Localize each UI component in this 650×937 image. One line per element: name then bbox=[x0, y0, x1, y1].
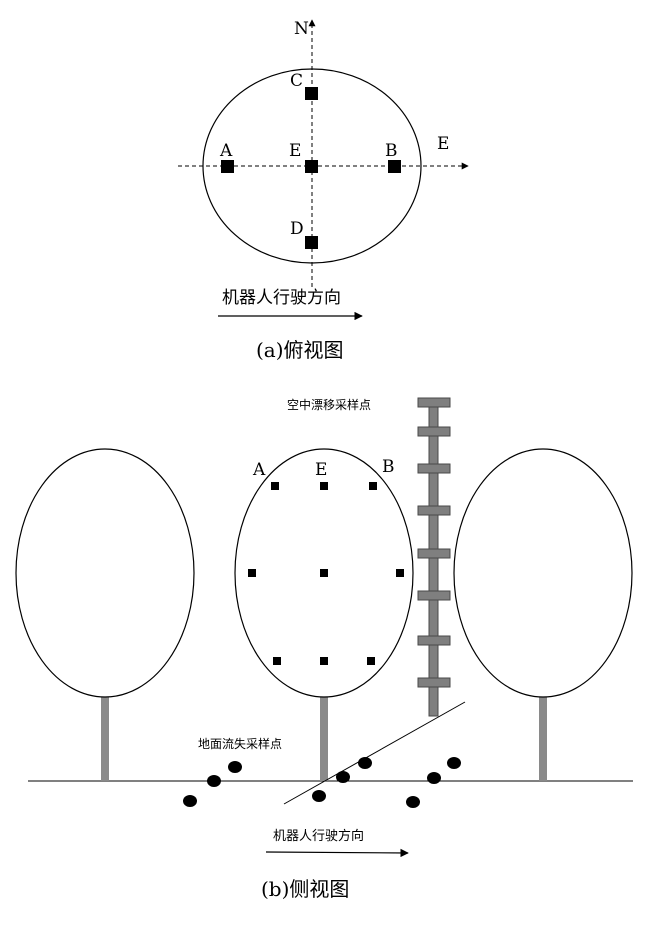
north-axis-label: N bbox=[294, 19, 309, 39]
side-point-b-label: B bbox=[382, 457, 395, 477]
top-sample-point-e bbox=[305, 160, 318, 173]
side-sample-point-b-bottom bbox=[367, 657, 375, 665]
ground-sample-point bbox=[312, 790, 326, 802]
sampler-crossbar bbox=[417, 677, 451, 688]
top-sample-point-c bbox=[305, 87, 318, 100]
sampler-crossbar bbox=[417, 463, 451, 474]
sampler-crossbar bbox=[417, 548, 451, 559]
center-tree-trunk bbox=[320, 695, 328, 781]
sampler-crossbar bbox=[417, 426, 451, 437]
ground-sample-point bbox=[406, 796, 420, 808]
ground-sample-point bbox=[427, 772, 441, 784]
ground-sample-point bbox=[228, 761, 242, 773]
side-sample-point-a-bottom bbox=[273, 657, 281, 665]
ground-sample-point bbox=[183, 795, 197, 807]
side-view-panel: A E B 空中漂移采样点 地面流失采样点 机器人行驶方向 bbox=[15, 397, 633, 901]
top-point-c-label: C bbox=[290, 71, 303, 91]
top-point-d-label: D bbox=[290, 219, 304, 239]
top-point-e-label: E bbox=[289, 141, 301, 161]
side-sample-point-e-middle bbox=[320, 569, 328, 577]
side-sample-point-b-top bbox=[369, 482, 377, 490]
side-point-e-label: E bbox=[315, 460, 327, 480]
side-sample-point-a-top bbox=[271, 482, 279, 490]
ground-loss-sampler-label: 地面流失采样点 bbox=[198, 736, 282, 751]
right-tree-trunk bbox=[539, 695, 547, 781]
top-sample-point-a bbox=[221, 160, 234, 173]
top-sample-point-d bbox=[305, 236, 318, 249]
top-sample-point-b bbox=[388, 160, 401, 173]
right-tree-canopy bbox=[453, 448, 633, 698]
sampler-crossbar bbox=[417, 635, 451, 646]
left-tree-canopy bbox=[15, 448, 195, 698]
side-point-a-label: A bbox=[252, 460, 266, 480]
left-tree-trunk bbox=[101, 695, 109, 781]
spray-boundary-line bbox=[283, 701, 466, 805]
top-view-panel: N E C A E B D 机器人行驶方向 (a)俯视图 bbox=[178, 19, 469, 362]
ground-sample-point bbox=[358, 757, 372, 769]
top-point-a-label: A bbox=[219, 141, 233, 161]
air-drift-sampler-label: 空中漂移采样点 bbox=[287, 397, 371, 412]
ground-sample-point bbox=[447, 757, 461, 769]
side-view-caption: (b)侧视图 bbox=[261, 877, 349, 901]
side-sample-point-e-top bbox=[320, 482, 328, 490]
top-point-b-label: B bbox=[385, 141, 398, 161]
side-direction-label: 机器人行驶方向 bbox=[273, 828, 364, 844]
side-sample-point-b-middle bbox=[396, 569, 404, 577]
top-view-caption: (a)俯视图 bbox=[256, 338, 344, 362]
side-direction-arrow bbox=[265, 848, 409, 858]
sampler-crossbar bbox=[417, 590, 451, 601]
ground-sample-point bbox=[336, 771, 350, 783]
side-sample-point-e-bottom bbox=[320, 657, 328, 665]
ground-sample-point bbox=[207, 775, 221, 787]
air-drift-sampler-pole bbox=[417, 397, 451, 717]
east-axis-label: E bbox=[437, 134, 449, 154]
top-direction-label: 机器人行驶方向 bbox=[222, 288, 341, 308]
sampler-crossbar bbox=[417, 505, 451, 516]
side-sample-point-a-middle bbox=[248, 569, 256, 577]
sampler-crossbar bbox=[417, 397, 451, 408]
